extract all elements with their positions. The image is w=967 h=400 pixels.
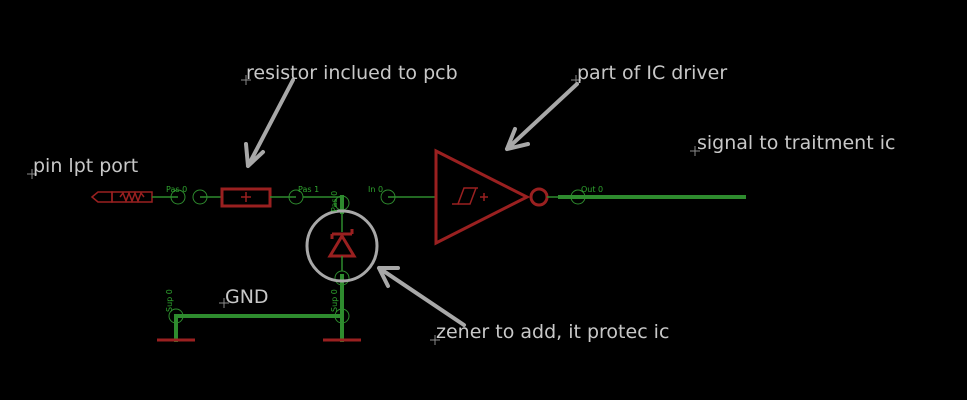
pin-label-out0: Out 0 — [581, 185, 603, 194]
pin-zener-bottom[interactable] — [334, 270, 350, 286]
pin-label-zener-top: Pas 0 — [330, 191, 339, 212]
inverter-bubble — [529, 187, 549, 207]
pin-label-sup0-left: Sup 0 — [165, 289, 174, 312]
zener-diode-symbol[interactable] — [305, 195, 379, 286]
arrow-to-ic — [505, 82, 579, 151]
pin-connector-end[interactable] — [170, 189, 186, 205]
note-zener: zener to add, it protec ic — [436, 321, 669, 343]
note-ic-driver: part of IC driver — [577, 62, 727, 84]
arrow-to-resistor — [244, 78, 295, 168]
annotation-texts: resistor inclued to pcb part of IC drive… — [33, 62, 895, 343]
pin-out[interactable] — [570, 189, 586, 205]
pin-label-pas0: Pas 0 — [166, 185, 187, 194]
note-resistor: resistor inclued to pcb — [246, 62, 458, 84]
resistor-symbol[interactable] — [192, 187, 342, 208]
pin-label-in0: In 0 — [368, 185, 383, 194]
arrow-to-zener — [377, 266, 466, 327]
wires — [174, 195, 746, 342]
pin-labels: Pas 0 Pas 1 In 0 Out 0 Sup 0 Pas 0 Sup 0 — [165, 185, 603, 312]
annotation-arrows — [244, 78, 579, 327]
highlight-ring — [305, 209, 379, 283]
pin-label-pas1: Pas 1 — [298, 185, 319, 194]
text-origin-markers — [27, 75, 700, 345]
note-gnd: GND — [225, 286, 269, 308]
lpt-connector-symbol[interactable] — [90, 189, 186, 205]
ic-driver-symbol[interactable] — [380, 148, 586, 246]
pin-sup-left[interactable] — [168, 308, 184, 324]
pin-label-zener-bottom: Sup 0 — [330, 289, 339, 312]
pin-resistor-left[interactable] — [192, 189, 208, 205]
note-signal: signal to traitment ic — [697, 132, 895, 154]
ground-symbols — [157, 308, 361, 342]
pin-in[interactable] — [380, 189, 396, 205]
note-pin-port: pin lpt port — [33, 155, 138, 177]
